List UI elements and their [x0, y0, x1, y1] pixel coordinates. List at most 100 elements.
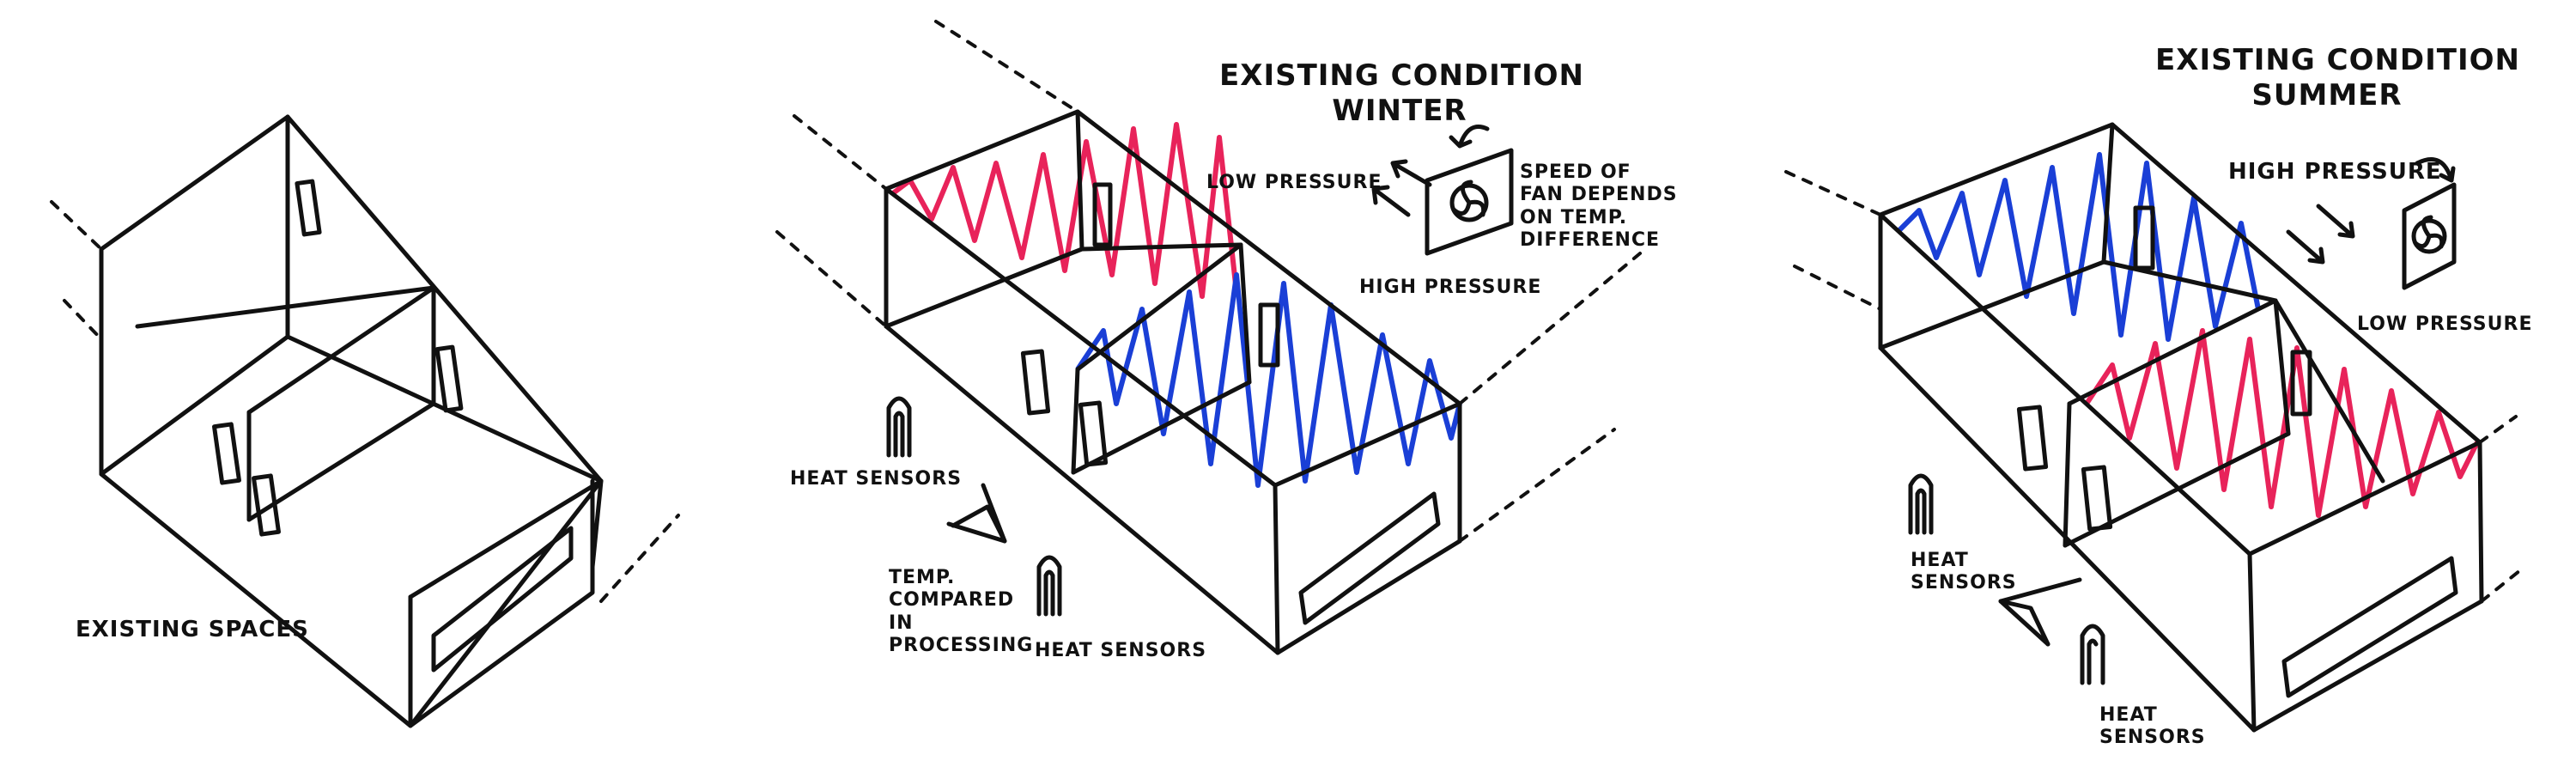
partition-wall — [246, 285, 436, 415]
dashed-line — [1458, 252, 1642, 405]
window — [1258, 302, 1280, 368]
building-outline — [99, 114, 604, 728]
window — [295, 179, 322, 237]
winter-fan-note: Speed of fan depends on temp. difference — [1520, 161, 1678, 253]
summer-heat-sensors-right-line2: Sensors — [2099, 727, 2206, 749]
dashed-line — [793, 114, 888, 191]
window — [1078, 400, 1109, 467]
winter-low-pressure-label: Low Pressure — [1206, 172, 1382, 193]
winter-high-pressure-label: High Pressure — [1359, 277, 1542, 298]
window — [2016, 405, 2049, 472]
temp-note-line4: processing — [889, 635, 1034, 657]
dashed-line — [2480, 565, 2526, 603]
temp-note-line2: compared — [889, 589, 1015, 612]
summer-high-pressure-label: High Pressure — [2228, 159, 2442, 185]
warm-zone-hatch — [891, 122, 1239, 299]
heat-sensor-icon — [1036, 555, 1062, 617]
partition-wall — [1878, 259, 2106, 350]
warm-zone-hatch — [2084, 328, 2480, 518]
arrow-icon — [946, 483, 1007, 544]
summer-heat-sensors-right-label: Heat Sensors — [2099, 704, 2206, 750]
panel-winter — [775, 20, 1642, 655]
panel-summer — [1784, 122, 2526, 733]
fan-note-line4: difference — [1520, 229, 1661, 252]
panel-existing-spaces — [50, 114, 680, 728]
building-edge — [408, 478, 604, 600]
summer-heat-sensors-left-line2: Sensors — [1911, 572, 2017, 594]
window — [2081, 465, 2113, 532]
heat-sensor-icon — [1908, 473, 1934, 535]
window — [1020, 349, 1051, 416]
heat-sensor-icon — [2080, 624, 2105, 685]
window — [2290, 350, 2312, 417]
dashed-line — [50, 200, 103, 251]
partition-wall — [2273, 298, 2291, 436]
window — [252, 473, 281, 537]
partition-wall — [2101, 122, 2115, 265]
cool-zone-hatch — [1895, 152, 2261, 342]
partition-wall — [2067, 298, 2278, 406]
dashed-line — [599, 514, 680, 603]
building-edge — [2251, 599, 2484, 733]
partition-wall — [246, 401, 436, 522]
window — [2281, 556, 2458, 698]
heat-sensor-icon — [886, 396, 912, 458]
arrow-icon — [2286, 157, 2456, 265]
fan-note-line3: on temp. — [1520, 206, 1628, 228]
winter-temp-note: Temp. compared in processing — [889, 567, 1033, 658]
dashed-line — [2478, 415, 2518, 444]
summer-heat-sensors-left-line1: Heat — [1911, 550, 1969, 571]
partition-wall — [1071, 380, 1252, 475]
building-edge — [884, 324, 1280, 655]
winter-heat-sensors-right-label: Heat Sensors — [1035, 640, 1207, 661]
partition-wall — [135, 285, 436, 329]
partition-wall — [1079, 242, 1243, 252]
building-edge — [1275, 539, 1462, 655]
dashed-line — [1784, 170, 1882, 216]
summer-heat-sensors-right-line1: Heat — [2099, 704, 2158, 726]
temp-note-line3: in — [889, 612, 914, 634]
winter-title-line2: Winter — [1332, 93, 1467, 128]
building-edge — [2247, 551, 2257, 733]
dashed-line — [63, 299, 103, 341]
fan-icon — [2402, 182, 2457, 290]
dashed-line — [1458, 428, 1616, 543]
summer-title-line1: Existing Condition — [2155, 43, 2521, 77]
summer-title-line2: Summer — [2251, 77, 2403, 113]
building-edge — [1273, 483, 1280, 655]
arrow-icon — [1371, 125, 1490, 217]
summer-title: Existing Condition Summer — [2155, 43, 2521, 113]
partition-wall — [2063, 401, 2072, 548]
winter-title: Existing Condition Winter — [1219, 58, 1585, 129]
fan-note-line2: fan depends — [1520, 184, 1678, 206]
window — [212, 422, 241, 485]
partition-wall — [884, 247, 1084, 329]
window — [1092, 182, 1113, 247]
window — [434, 344, 464, 413]
arrow-icon — [1998, 577, 2082, 647]
window — [2133, 205, 2155, 271]
building-edge — [2477, 440, 2484, 604]
partition-wall — [2101, 259, 2278, 303]
temp-note-line1: Temp. — [889, 567, 956, 588]
existing-spaces-label: Existing Spaces — [76, 617, 309, 642]
partition-wall — [1071, 367, 1080, 475]
dashed-line — [1793, 265, 1882, 311]
dashed-line — [775, 230, 888, 328]
fan-icon — [1425, 148, 1514, 256]
fan-note-line1: Speed of — [1520, 161, 1631, 183]
partition-wall — [1075, 109, 1084, 252]
partition-wall — [2273, 298, 2385, 484]
dashed-line — [934, 20, 1079, 113]
building-edge — [99, 334, 290, 477]
winter-title-line1: Existing Condition — [1219, 58, 1585, 93]
winter-heat-sensors-left-label: Heat Sensors — [790, 468, 963, 490]
summer-heat-sensors-left-label: Heat Sensors — [1911, 550, 2017, 595]
summer-low-pressure-label: Low Pressure — [2357, 313, 2533, 335]
partition-wall — [1075, 242, 1243, 372]
window — [1298, 491, 1441, 625]
partition-wall — [1238, 242, 1252, 385]
window — [431, 526, 574, 673]
building-edge — [408, 478, 595, 728]
